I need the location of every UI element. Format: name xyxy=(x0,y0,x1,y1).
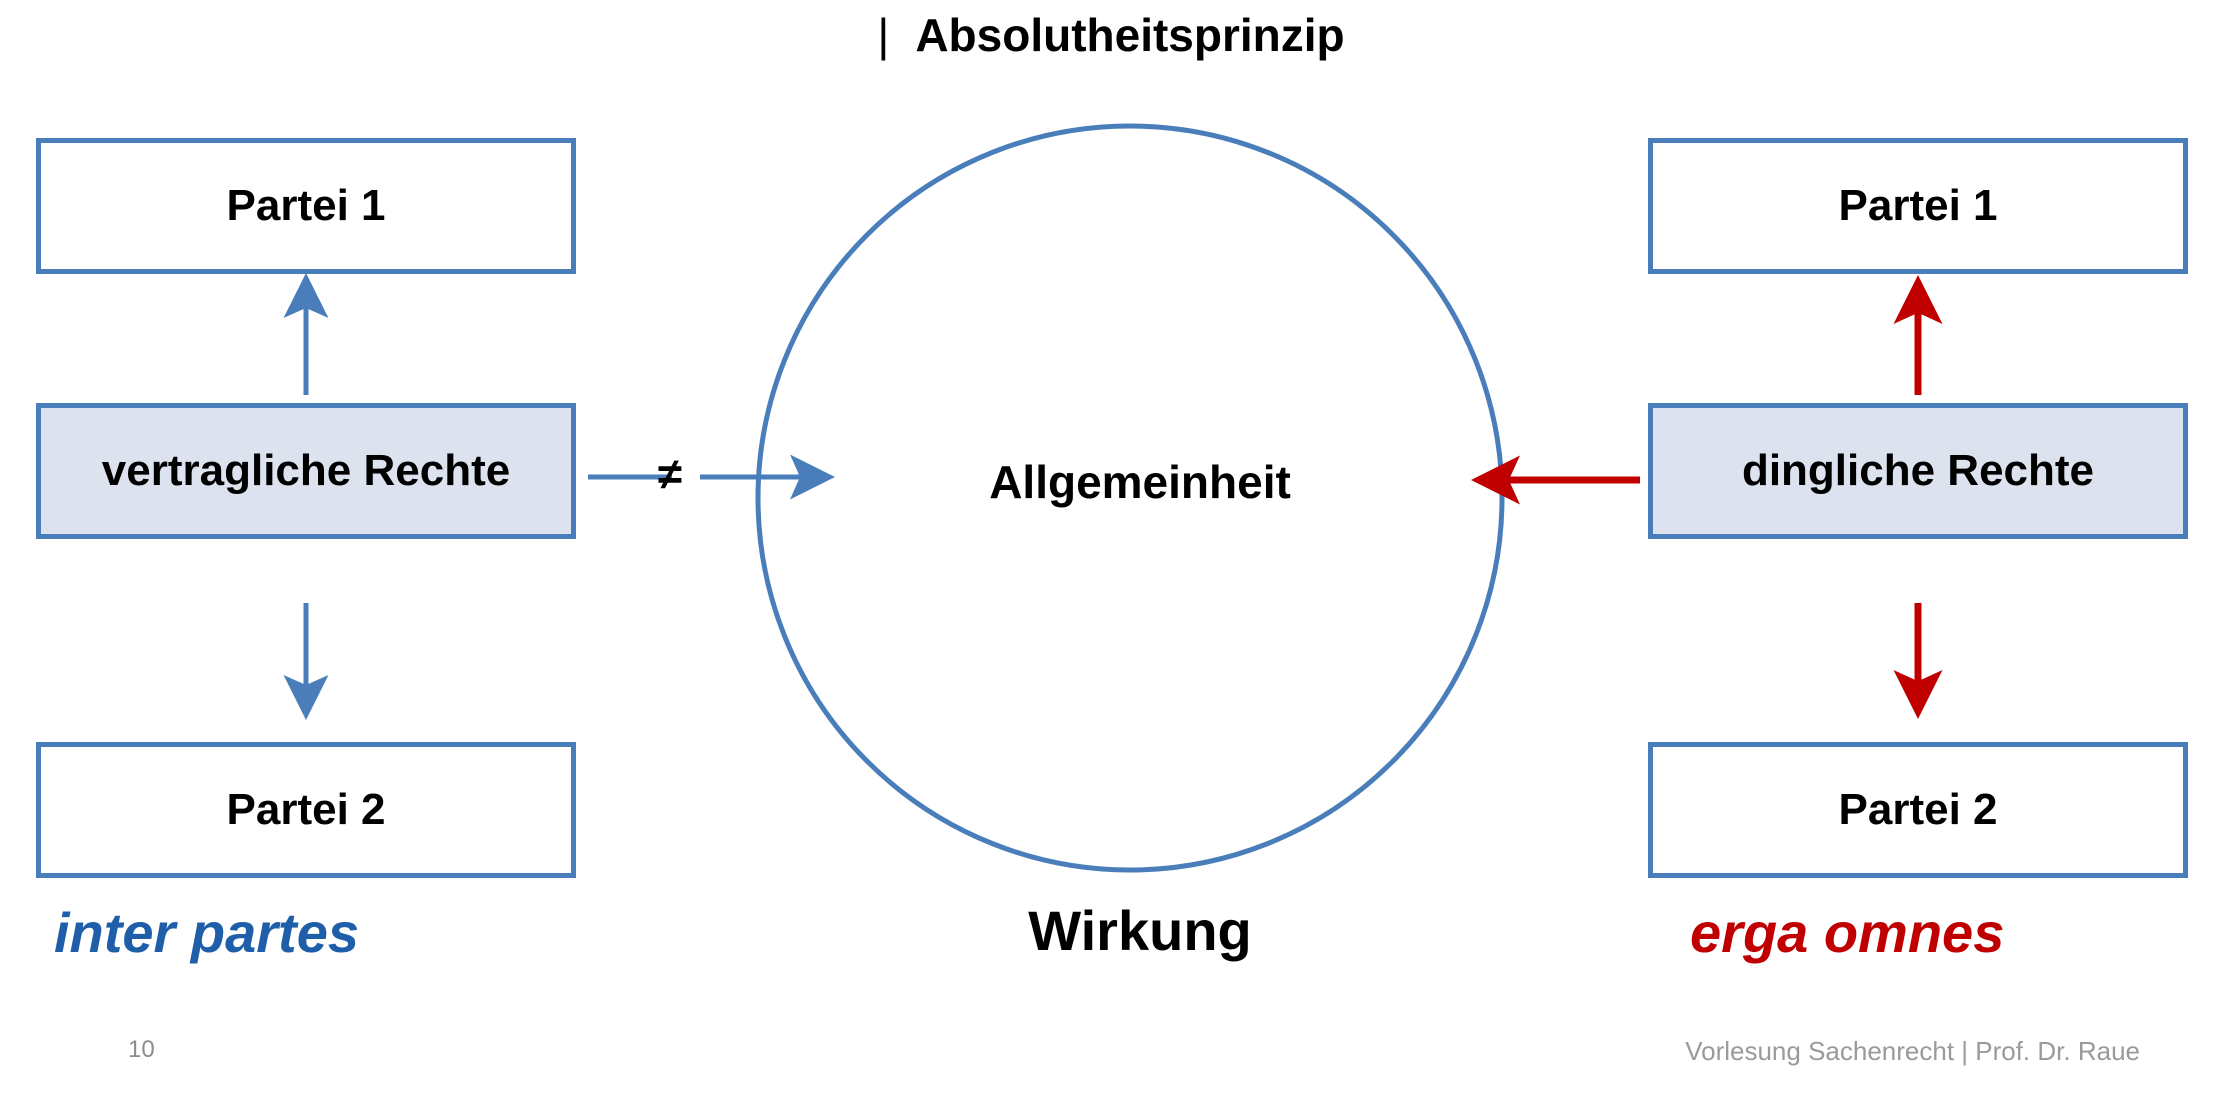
right-rights-label: dingliche Rechte xyxy=(1741,446,2095,495)
title-text: Absolutheitsprinzip xyxy=(915,9,1345,61)
footer-note: Vorlesung Sachenrecht | Prof. Dr. Raue xyxy=(1685,1036,2140,1066)
left-rights-label: vertragliche Rechte xyxy=(101,446,511,495)
left-rights-box[interactable]: vertragliche Rechte xyxy=(36,403,576,539)
right-party1-box[interactable]: Partei 1 xyxy=(1648,138,2188,274)
left-party1-label: Partei 1 xyxy=(226,181,386,230)
page-title: | Absolutheitsprinzip xyxy=(0,8,2222,62)
left-party1-box[interactable]: Partei 1 xyxy=(36,138,576,274)
right-party2-label: Partei 2 xyxy=(1838,785,1998,834)
title-separator-bar: | xyxy=(877,9,890,61)
left-party2-box[interactable]: Partei 2 xyxy=(36,742,576,878)
wirkung-caption: Wirkung xyxy=(1028,899,1252,962)
erga-omnes-caption: erga omnes xyxy=(1690,901,2005,964)
right-rights-box[interactable]: dingliche Rechte xyxy=(1648,403,2188,539)
not-equal-icon: ≠ xyxy=(657,450,683,499)
right-party2-box[interactable]: Partei 2 xyxy=(1648,742,2188,878)
left-party2-label: Partei 2 xyxy=(226,785,386,834)
page-number: 10 xyxy=(128,1036,155,1063)
allgemeinheit-label: Allgemeinheit xyxy=(989,456,1291,508)
inter-partes-caption: inter partes xyxy=(54,901,359,964)
right-party1-label: Partei 1 xyxy=(1838,181,1998,230)
